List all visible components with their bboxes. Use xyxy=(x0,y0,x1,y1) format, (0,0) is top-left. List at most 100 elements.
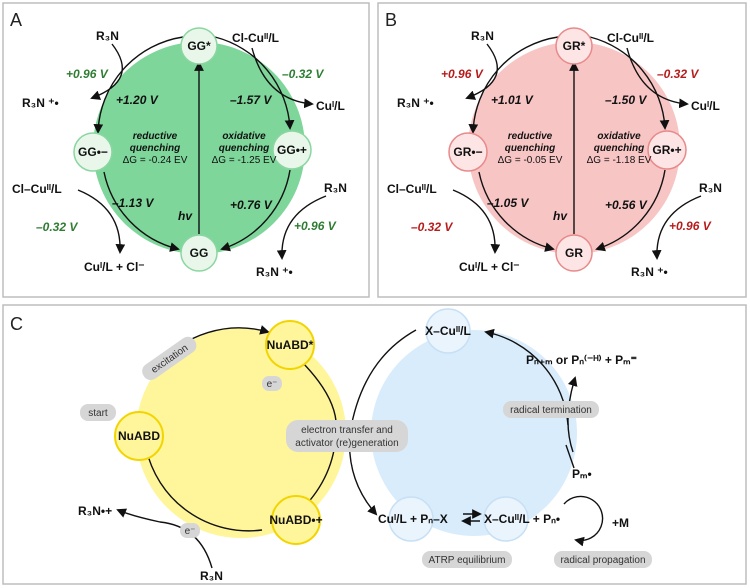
panel-b-cul-right: Cuᴵ/L xyxy=(691,99,720,113)
panel-a-cucl-top: Cl-Cuᴵᴵ/L xyxy=(232,31,279,45)
panel-b-r3n-radical-bottom: R₃N ⁺• xyxy=(631,265,668,279)
panel-c-node-nuabd-radical-label: NuABD•+ xyxy=(269,513,322,527)
panel-b-pot-outer-tl: +0.96 V xyxy=(441,67,484,81)
panel-c-yellow-cycle xyxy=(136,328,346,538)
panel-a-pot-inner-tl: +1.20 V xyxy=(116,93,159,107)
panel-a-node-right xyxy=(272,130,312,170)
panel-a-pot-inner-br: +0.76 V xyxy=(230,198,273,212)
panel-b-oxidative-line2: quenching xyxy=(594,143,645,154)
panel-c-pill-et-line2: activator (re)generation xyxy=(295,438,398,449)
panel-a: A GG* GG•− GG•+ GG R₃N R₃N ⁺• Cl-Cuᴵᴵ/L … xyxy=(2,2,370,298)
panel-b-oxidative-dg: ΔG = -1.18 EV xyxy=(587,155,652,166)
panel-b-node-bottom-label: GR xyxy=(565,246,583,260)
panel-b-arrow-bottom-right xyxy=(595,169,666,252)
panel-a-side-arrow-bl xyxy=(77,189,126,254)
panel-a-arrow-bottom-right xyxy=(220,169,291,252)
panel-c-node-nuabd-radical xyxy=(271,495,321,545)
panel-c-cul-pnx: Cuᴵ/L + Pₙ–X xyxy=(378,512,448,526)
panel-a-cul-cl-bottom: Cuᴵ/L + Cl⁻ xyxy=(84,260,145,274)
panel-c-arrow-propagation xyxy=(563,495,604,547)
panel-c-pill-radical-termination xyxy=(503,401,599,418)
panel-b-arrow-top-left xyxy=(468,36,559,134)
panel-c-arrow-r3n xyxy=(116,508,213,569)
panel-c: C NuABD* NuABD NuABD•+ X–Cuᴵᴵ/L xyxy=(2,304,747,585)
panel-b-pot-inner-tr: –1.50 V xyxy=(605,93,647,107)
panel-c-pill-start xyxy=(80,404,116,421)
panel-c-pill-electron-transfer xyxy=(286,420,408,452)
panel-a-oxidative-line2: quenching xyxy=(219,143,270,154)
panel-b-r3n-radical-left: R₃N ⁺• xyxy=(397,96,434,110)
panel-b-arrow-bottom-left xyxy=(478,171,555,252)
panel-b-oxidative-line1: oxidative xyxy=(597,131,641,142)
panel-a-node-left xyxy=(73,132,113,172)
panel-a-r3n-radical-left: R₃N ⁺• xyxy=(22,96,59,110)
panel-a-oxidative-line1: oxidative xyxy=(222,131,266,142)
panel-a-r3n-radical-bottom: R₃N ⁺• xyxy=(256,265,293,279)
panel-a-arrow-top-right xyxy=(214,36,295,130)
panel-b-node-right-label: GR•+ xyxy=(652,143,681,157)
panel-c-pill-et-line1: electron transfer and xyxy=(301,425,393,436)
panel-a-node-top xyxy=(180,27,218,65)
panel-b-cucl-top: Cl-Cuᴵᴵ/L xyxy=(607,31,654,45)
panel-a-pot-outer-tr: –0.32 V xyxy=(282,67,324,81)
panel-b-hv: hv xyxy=(553,209,568,223)
panel-a-side-arrow-tr xyxy=(251,47,314,109)
panel-a-arrow-bottom-left xyxy=(103,171,180,252)
panel-a-pot-outer-tl: +0.96 V xyxy=(66,67,109,81)
panel-c-pill-radical-propagation-text: radical propagation xyxy=(560,555,645,566)
panel-b-side-arrow-bl xyxy=(452,189,501,254)
panel-a-cucl-left: Cl–Cuᴵᴵ/L xyxy=(12,182,62,196)
panel-b-reductive-line2: quenching xyxy=(505,143,556,154)
panel-a-reductive-line2: quenching xyxy=(130,143,181,154)
panel-c-pill-atrp xyxy=(422,551,512,568)
panel-b-node-left xyxy=(448,132,488,172)
panel-a-pot-inner-tr: –1.57 V xyxy=(230,93,272,107)
panel-a-r3n-right: R₃N xyxy=(324,181,347,195)
panel-b-cucl-left: Cl–Cuᴵᴵ/L xyxy=(387,182,437,196)
panel-b-reductive-dg: ΔG = -0.05 EV xyxy=(498,155,563,166)
panel-c-node-xcu xyxy=(425,308,471,354)
panel-c-pill-e-bottom-text: e⁻ xyxy=(185,526,196,537)
panel-a-pot-inner-bl: –1.13 V xyxy=(112,196,154,210)
panel-b-arrow-top-right xyxy=(589,36,670,130)
panel-c-pill-start-text: start xyxy=(88,408,108,419)
panel-b-reductive-line1: reductive xyxy=(508,131,553,142)
panel-b-r3n-right: R₃N xyxy=(699,181,722,195)
panel-c-r3n-radical: R₃N•+ xyxy=(78,504,112,518)
panel-a-pot-outer-bl: –0.32 V xyxy=(36,220,78,234)
panel-a-cul-right: Cuᴵ/L xyxy=(316,99,345,113)
panel-c-node-xcu-pn xyxy=(483,496,529,542)
panel-a-node-bottom xyxy=(180,234,218,272)
panel-a-node-left-label: GG•− xyxy=(78,145,108,159)
panel-a-pot-outer-br: +0.96 V xyxy=(294,219,337,233)
panel-a-reductive-line1: reductive xyxy=(133,131,178,142)
panel-a-oxidative-dg: ΔG = -1.25 EV xyxy=(212,155,277,166)
panel-c-node-cul xyxy=(388,496,434,542)
panel-c-letter: C xyxy=(10,314,23,334)
panel-b-node-top-label: GR* xyxy=(563,39,586,53)
panel-c-products: Pₙ₊ₘ or Pₙ⁽⁻ᴴ⁾ + Pₘ⁼ xyxy=(526,353,637,367)
panel-a-letter: A xyxy=(10,10,22,30)
panel-b-pot-inner-tl: +1.01 V xyxy=(491,93,534,107)
panel-c-pill-e-top xyxy=(262,376,282,391)
panel-c-pill-radical-propagation xyxy=(554,551,652,568)
panel-b-pot-inner-br: +0.56 V xyxy=(605,198,648,212)
panel-b-node-right xyxy=(647,130,687,170)
panel-c-pill-radical-termination-text: radical termination xyxy=(510,405,592,416)
panel-b-pot-inner-bl: –1.05 V xyxy=(487,196,529,210)
panel-c-r3n: R₃N xyxy=(200,569,223,583)
panel-a-hv: hv xyxy=(178,209,193,223)
panel-a-node-right-label: GG•+ xyxy=(277,143,307,157)
panel-c-plus-m: +M xyxy=(612,516,629,530)
panel-c-node-nuabd-label: NuABD xyxy=(118,429,160,443)
panel-b-pot-outer-bl: –0.32 V xyxy=(411,220,453,234)
panel-c-pm: Pₘ• xyxy=(572,467,592,481)
panel-a-node-top-label: GG* xyxy=(187,39,211,53)
panel-c-pill-excitation xyxy=(142,336,197,381)
panel-c-xcu-pn: X–Cuᴵᴵ/L + Pₙ• xyxy=(484,512,560,526)
panel-b-side-arrow-tl xyxy=(465,43,498,100)
panel-c-node-xcu-label: X–Cuᴵᴵ/L xyxy=(425,324,471,338)
panel-c-pill-e-bottom xyxy=(180,523,200,538)
panel-c-node-nuabd xyxy=(114,411,164,461)
